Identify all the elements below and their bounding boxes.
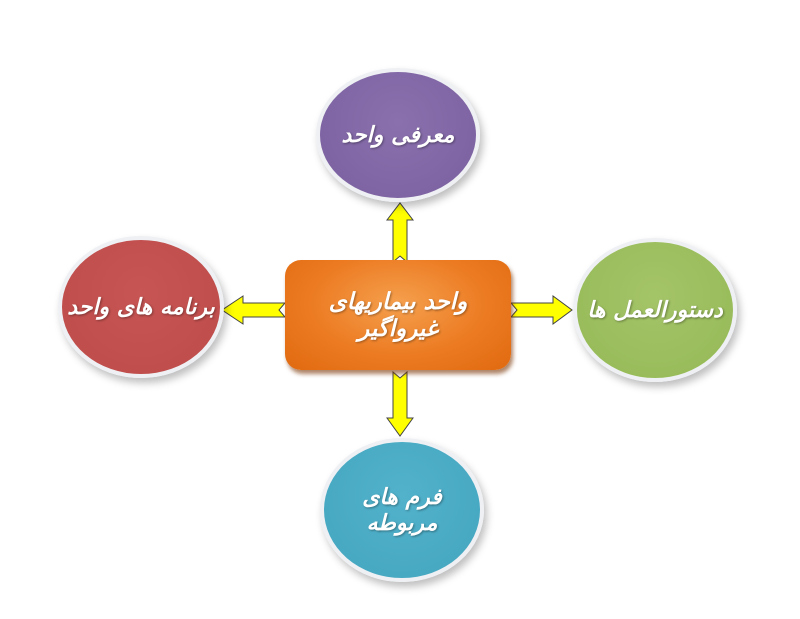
arrow-up (385, 202, 415, 264)
arrow-down (386, 370, 414, 437)
node-unit-programs[interactable]: برنامه های واحد (58, 236, 224, 378)
node-label: دستورالعمل ها (587, 297, 723, 323)
node-label: فرم های مربوطه (362, 484, 442, 536)
node-instructions[interactable]: دستورالعمل ها (573, 238, 737, 382)
node-label: برنامه های واحد (67, 294, 215, 320)
center-label: واحد بیماریهای غیرواگیر (328, 288, 468, 342)
arrow-right (509, 295, 573, 325)
node-label: معرفی واحد (341, 122, 455, 148)
node-unit-introduction[interactable]: معرفی واحد (316, 68, 480, 202)
node-related-forms[interactable]: فرم های مربوطه (320, 438, 484, 582)
center-node: واحد بیماریهای غیرواگیر (285, 260, 511, 370)
arrow-left (221, 295, 287, 325)
